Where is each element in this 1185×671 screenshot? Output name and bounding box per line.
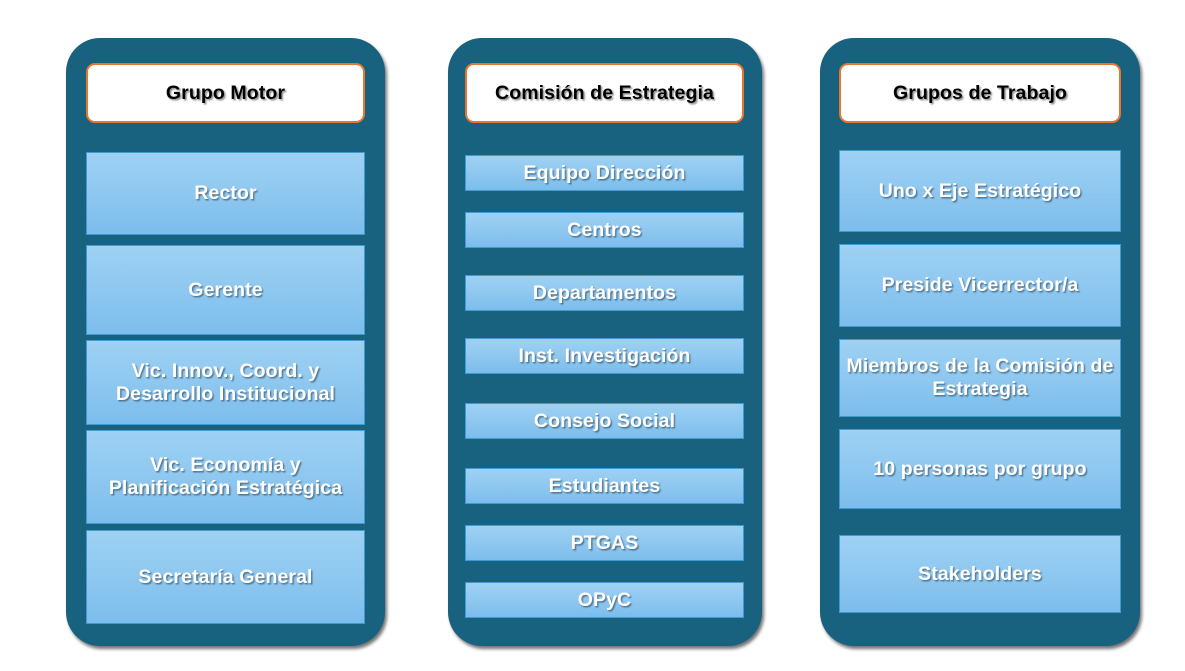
item-box: Equipo Dirección [465, 155, 744, 191]
item-label: Vic. Economía y Planificación Estratégic… [108, 454, 343, 499]
item-box: Uno x Eje Estratégico [839, 150, 1121, 232]
panel-header-grupo-motor: Grupo Motor [86, 63, 365, 123]
item-label: Equipo Dirección [523, 161, 686, 184]
panel-header-comision-de-estrategia: Comisión de Estrategia [465, 63, 744, 123]
item-box: Vic. Innov., Coord. y Desarrollo Institu… [86, 340, 365, 425]
item-box: Centros [465, 212, 744, 248]
item-box: Consejo Social [465, 403, 744, 439]
item-box: Gerente [86, 245, 365, 335]
item-label: Preside Vicerrector/a [881, 274, 1079, 297]
item-label: Vic. Innov., Coord. y Desarrollo Institu… [115, 359, 336, 405]
panel-comision-de-estrategia: Comisión de Estrategia Equipo Dirección … [448, 38, 762, 646]
item-label: Miembros de la Comisión de Estrategia [846, 355, 1114, 400]
item-box: Miembros de la Comisión de Estrategia [839, 339, 1121, 417]
item-label: Uno x Eje Estratégico [878, 179, 1082, 202]
item-box: Vic. Economía y Planificación Estratégic… [86, 430, 365, 524]
item-box: PTGAS [465, 525, 744, 561]
item-box: Secretaría General [86, 530, 365, 624]
item-box: Preside Vicerrector/a [839, 244, 1121, 327]
item-label: Consejo Social [533, 409, 676, 432]
panel-header-grupos-de-trabajo: Grupos de Trabajo [839, 63, 1121, 123]
item-box: Departamentos [465, 275, 744, 311]
item-box: Inst. Investigación [465, 338, 744, 374]
panel-grupo-motor: Grupo Motor Rector Gerente Vic. Innov., … [66, 38, 385, 646]
item-label: Stakeholders [918, 562, 1042, 585]
item-box: Stakeholders [839, 535, 1121, 613]
item-box: 10 personas por grupo [839, 429, 1121, 509]
item-label: Departamentos [532, 281, 677, 304]
item-label: Estudiantes [548, 474, 661, 497]
item-label: OPyC [577, 588, 632, 611]
item-label: Gerente [188, 278, 263, 301]
panel-grupos-de-trabajo: Grupos de Trabajo Uno x Eje Estratégico … [820, 38, 1140, 646]
panel-header-label: Grupos de Trabajo [893, 81, 1067, 104]
item-box: Estudiantes [465, 468, 744, 504]
item-label: 10 personas por grupo [873, 457, 1087, 480]
item-box: OPyC [465, 582, 744, 618]
panel-header-label: Grupo Motor [165, 81, 286, 104]
item-label: Inst. Investigación [518, 344, 691, 367]
item-label: Rector [194, 182, 257, 205]
item-label: Centros [567, 218, 642, 241]
item-label: Secretaría General [138, 565, 313, 588]
item-label: PTGAS [570, 531, 639, 554]
panel-header-label: Comisión de Estrategia [495, 81, 714, 104]
item-box: Rector [86, 152, 365, 235]
